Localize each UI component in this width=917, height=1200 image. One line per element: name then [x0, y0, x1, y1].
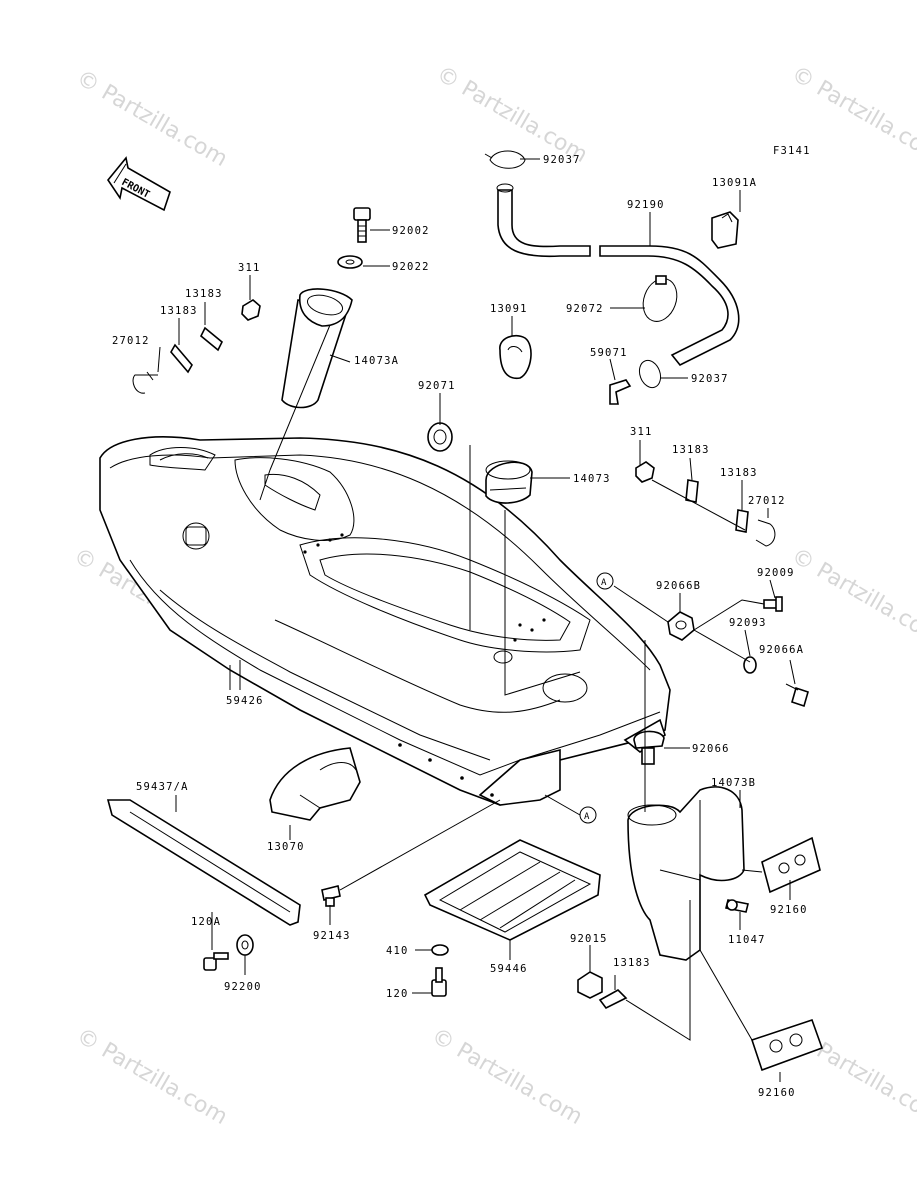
- figure-code: F3141: [773, 145, 811, 157]
- label-410: 410: [386, 945, 409, 957]
- label-92037-bottom: 92037: [691, 373, 729, 385]
- label-92022: 92022: [392, 261, 430, 273]
- label-14073A: 14073A: [354, 355, 399, 367]
- pin-11047-icon: [725, 899, 749, 913]
- callout-labels: F3141 92037 92190 13091A 92002 92022 311…: [112, 145, 811, 1099]
- fitting-59071-icon: [609, 379, 632, 405]
- label-92066: 92066: [692, 743, 730, 755]
- grommet-92071-icon: [427, 422, 453, 452]
- washer-410-icon: [431, 944, 449, 956]
- label-ref-A-lower: A: [584, 812, 591, 822]
- label-120: 120: [386, 988, 409, 1000]
- watermark-1: © Partzilla.com: [72, 66, 232, 173]
- washer-92022-icon: [337, 255, 363, 269]
- label-92071: 92071: [418, 380, 456, 392]
- label-311-right: 311: [630, 426, 653, 438]
- label-92160-top: 92160: [770, 904, 808, 916]
- label-13183-bottom: 13183: [613, 957, 651, 969]
- leader-lines: [157, 158, 796, 1082]
- duct-14073A: [281, 288, 353, 409]
- label-92072: 92072: [566, 303, 604, 315]
- ref-A-lower: [579, 806, 597, 824]
- hull-deck: [99, 436, 671, 806]
- plate-92160-bottom-icon: [750, 1018, 824, 1072]
- label-11047: 11047: [728, 934, 766, 946]
- duct-14073B: [627, 786, 745, 961]
- label-92009: 92009: [757, 567, 795, 579]
- screw-92009-icon: [763, 596, 783, 612]
- block-13091-icon: [499, 334, 532, 380]
- clamp-set-left: [132, 299, 261, 394]
- label-13070: 13070: [267, 841, 305, 853]
- watermark-7: © Partzilla.com: [72, 1024, 232, 1131]
- deck-holes: [303, 533, 546, 797]
- label-27012-right: 27012: [748, 495, 786, 507]
- label-92190: 92190: [627, 199, 665, 211]
- label-14073B: 14073B: [711, 777, 756, 789]
- screw-120A-icon: [203, 952, 229, 971]
- label-92037-top: 92037: [543, 154, 581, 166]
- label-59446: 59446: [490, 963, 528, 975]
- label-59426: 59426: [226, 695, 264, 707]
- clamp-92037-bottom-icon: [638, 359, 662, 389]
- block-13091A-icon: [711, 211, 739, 249]
- washer-92200-icon: [236, 934, 254, 956]
- fitting-92066B-icon: [667, 611, 695, 641]
- label-13183-l1: 13183: [185, 288, 223, 300]
- label-13183-l2: 13183: [160, 305, 198, 317]
- label-59071: 59071: [590, 347, 628, 359]
- bolt-92002-icon: [353, 207, 371, 243]
- plate-92160-top-icon: [761, 836, 821, 894]
- label-13091A: 13091A: [712, 177, 757, 189]
- bolt-13183-bottom-icon: [598, 989, 628, 1010]
- watermark-2: © Partzilla.com: [432, 62, 592, 169]
- clamp-set-right: [635, 461, 776, 547]
- watermark-6: © Partzilla.com: [787, 544, 917, 651]
- cover-13070-icon: [269, 747, 361, 821]
- grate-59446-icon: [423, 839, 601, 941]
- label-92143: 92143: [313, 930, 351, 942]
- clamp-92037-top-icon: [484, 150, 526, 169]
- label-92015: 92015: [570, 933, 608, 945]
- ref-A-upper: [596, 572, 614, 590]
- label-13183-r2: 13183: [720, 467, 758, 479]
- hose-92190: [496, 183, 740, 367]
- washer-92093-icon: [743, 656, 757, 674]
- label-92093: 92093: [729, 617, 767, 629]
- drain-92066A-icon: [785, 683, 809, 708]
- strip-59437A-icon: [106, 799, 301, 926]
- label-13091: 13091: [490, 303, 528, 315]
- plug-92066-icon: [633, 730, 665, 765]
- clamp-92072-icon: [642, 275, 678, 322]
- watermark-8: © Partzilla.com: [427, 1024, 587, 1131]
- label-92002: 92002: [392, 225, 430, 237]
- pin-92143-icon: [321, 885, 341, 907]
- nut-92015-icon: [577, 971, 603, 999]
- label-92200: 92200: [224, 981, 262, 993]
- label-92160-bottom: 92160: [758, 1087, 796, 1099]
- label-59437A: 59437/A: [136, 781, 189, 793]
- screw-120-icon: [431, 967, 447, 997]
- label-27012-left: 27012: [112, 335, 150, 347]
- label-13183-r1: 13183: [672, 444, 710, 456]
- label-14073: 14073: [573, 473, 611, 485]
- label-ref-A-upper: A: [601, 578, 608, 588]
- cap-14073-icon: [485, 460, 533, 504]
- label-311-left: 311: [238, 262, 261, 274]
- label-120A: 120A: [191, 916, 221, 928]
- label-92066B: 92066B: [656, 580, 701, 592]
- front-arrow-icon: FRONT: [107, 156, 171, 212]
- label-92066A: 92066A: [759, 644, 804, 656]
